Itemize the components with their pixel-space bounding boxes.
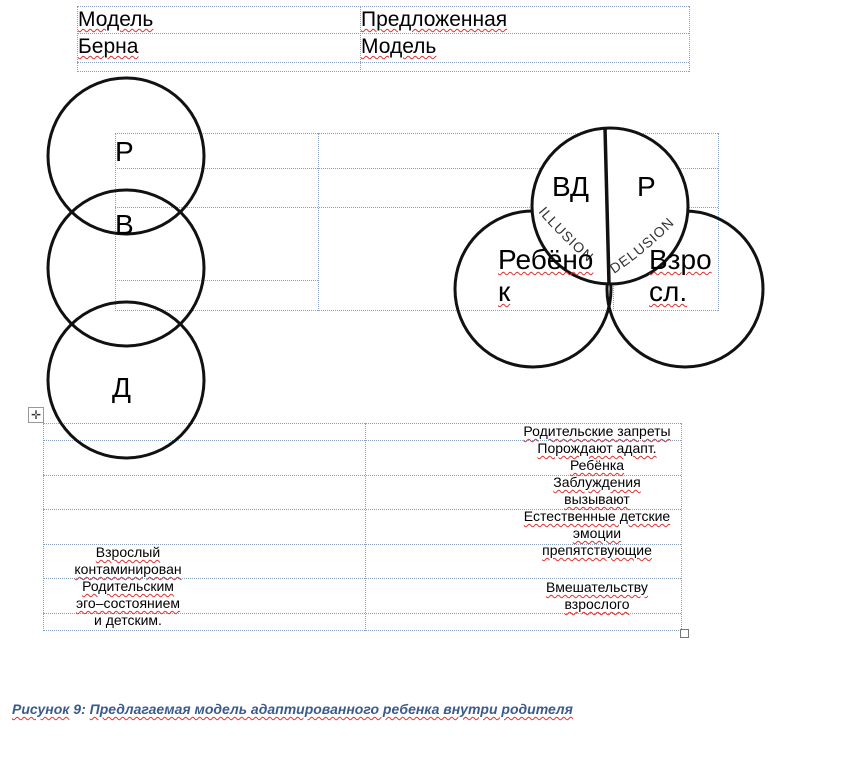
berne-circle-d	[46, 300, 206, 460]
proposed-circle-parent	[530, 126, 690, 286]
proposed-label-p: Р	[637, 171, 656, 202]
bottom-left-text: Взрослый контаминирован Родительским эго…	[43, 544, 213, 629]
left-line-5: и детским.	[94, 612, 162, 628]
bottom-right-text: Родительские запреты Порождают адапт. Ре…	[497, 423, 697, 613]
bottom-table	[43, 423, 682, 631]
right-line-9: Вмешательству	[546, 579, 648, 595]
right-line-5: вызывают	[564, 491, 630, 507]
proposed-label-adult: Взро сл.	[649, 244, 712, 307]
right-line-1: Родительские запреты	[523, 423, 671, 439]
header-cell-model-2: Модель	[361, 35, 437, 58]
header-table	[77, 6, 690, 72]
table-move-icon[interactable]: ✛	[28, 407, 44, 423]
proposed-divider	[603, 127, 611, 285]
berne-circle-p	[46, 76, 206, 236]
berne-label-child: Д	[112, 372, 131, 403]
right-line-4: Заблуждения	[553, 474, 641, 490]
header-cell-berne: Берна	[78, 35, 139, 58]
figure-caption: Рисунок 9: Предлагаемая модель адаптиров…	[12, 701, 573, 717]
berne-label-parent: Р	[115, 136, 134, 167]
right-line-3: Ребёнка	[569, 457, 625, 473]
left-line-3: Родительским	[82, 578, 174, 594]
berne-circle-v	[46, 188, 206, 348]
right-line-10: взрослого	[564, 596, 630, 612]
right-line-8: препятствующие	[542, 542, 652, 558]
right-line-6: Естественные детские	[523, 508, 671, 524]
caption-text: Предлагаемая модель адаптированного ребе…	[89, 701, 573, 717]
proposed-label-child: Ребёно к	[498, 244, 594, 307]
left-line-1: Взрослый	[95, 544, 161, 560]
caption-prefix: Рисунок	[12, 701, 70, 717]
right-line-7: эмоции	[572, 525, 622, 541]
header-cell-proposed: Предложенная	[361, 8, 508, 31]
table-resize-icon[interactable]	[680, 629, 689, 638]
left-line-2: контаминирован	[74, 561, 182, 577]
header-cell-model: Модель	[78, 8, 154, 31]
right-line-2: Порождают адапт.	[537, 440, 657, 456]
left-line-4: эго–состоянием	[75, 595, 181, 611]
proposed-label-vd: ВД	[552, 171, 590, 202]
caption-number: 9:	[73, 701, 86, 717]
berne-label-adult: В	[115, 209, 134, 240]
